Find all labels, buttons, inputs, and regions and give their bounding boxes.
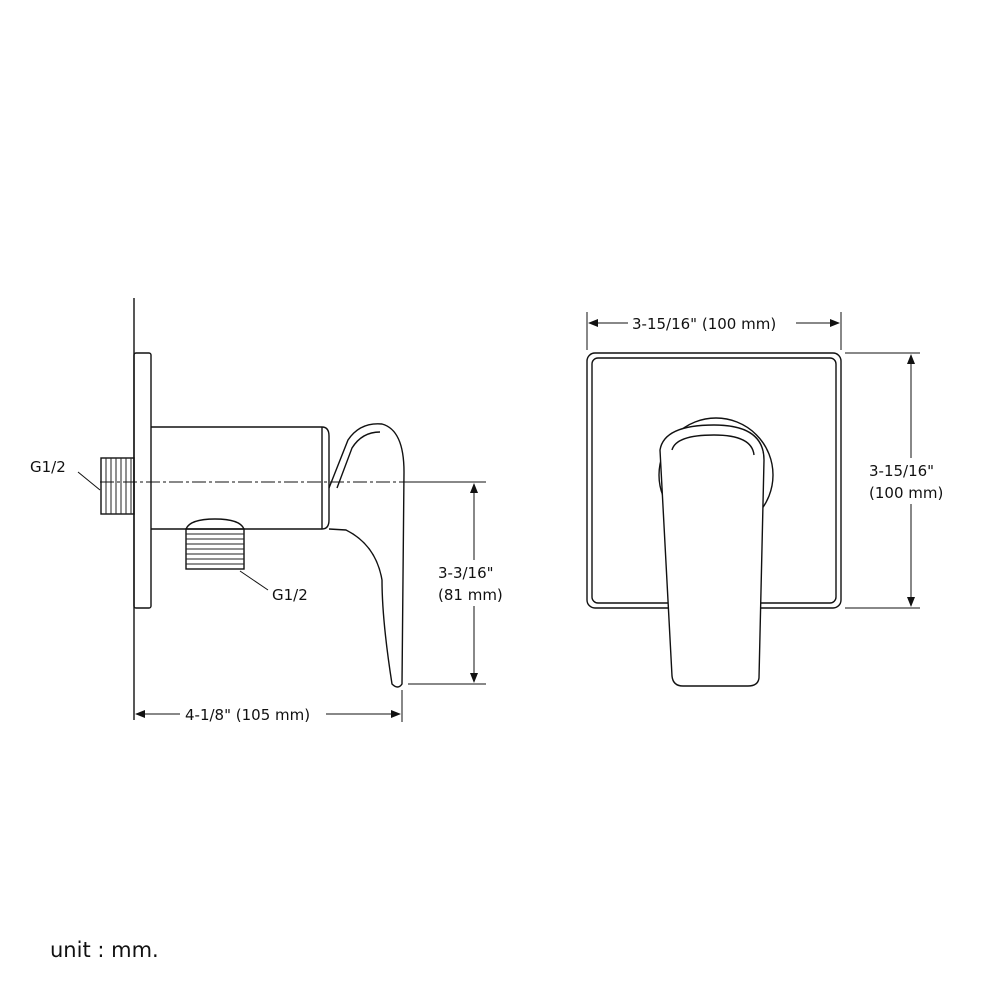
cover-plate-side: [133, 352, 152, 609]
label-front-width: 3-15/16" (100 mm): [632, 315, 776, 333]
label-thread-bottom: G1/2: [272, 586, 308, 604]
bottom-thread: [185, 528, 245, 570]
lever-front-edge: [671, 434, 755, 456]
left-thread: [100, 457, 135, 515]
front-view: 3-15/16" (100 mm) 3-15/16" (100 mm): [586, 312, 956, 687]
label-height-in: 3-3/16": [438, 564, 494, 582]
label-front-height-mm: (100 mm): [869, 484, 943, 502]
valve-body-side: [151, 426, 330, 530]
label-front-height-in: 3-15/16": [869, 462, 934, 480]
unit-note: unit : mm.: [50, 938, 159, 962]
lever-handle-front: [659, 424, 765, 687]
lever-inner-edge: [336, 431, 381, 489]
label-depth: 4-1/8" (105 mm): [185, 706, 310, 724]
outlet-boss: [185, 518, 245, 530]
side-view: G1/2 G1/2 3-3/16" (81 mm) 4-1/8" (105 mm…: [30, 298, 516, 724]
label-thread-left: G1/2: [30, 458, 66, 476]
lever-handle-side: [328, 423, 405, 688]
leader-bottom-thread: [239, 570, 269, 591]
leader-left-thread: [77, 471, 101, 491]
label-height-mm: (81 mm): [438, 586, 503, 604]
